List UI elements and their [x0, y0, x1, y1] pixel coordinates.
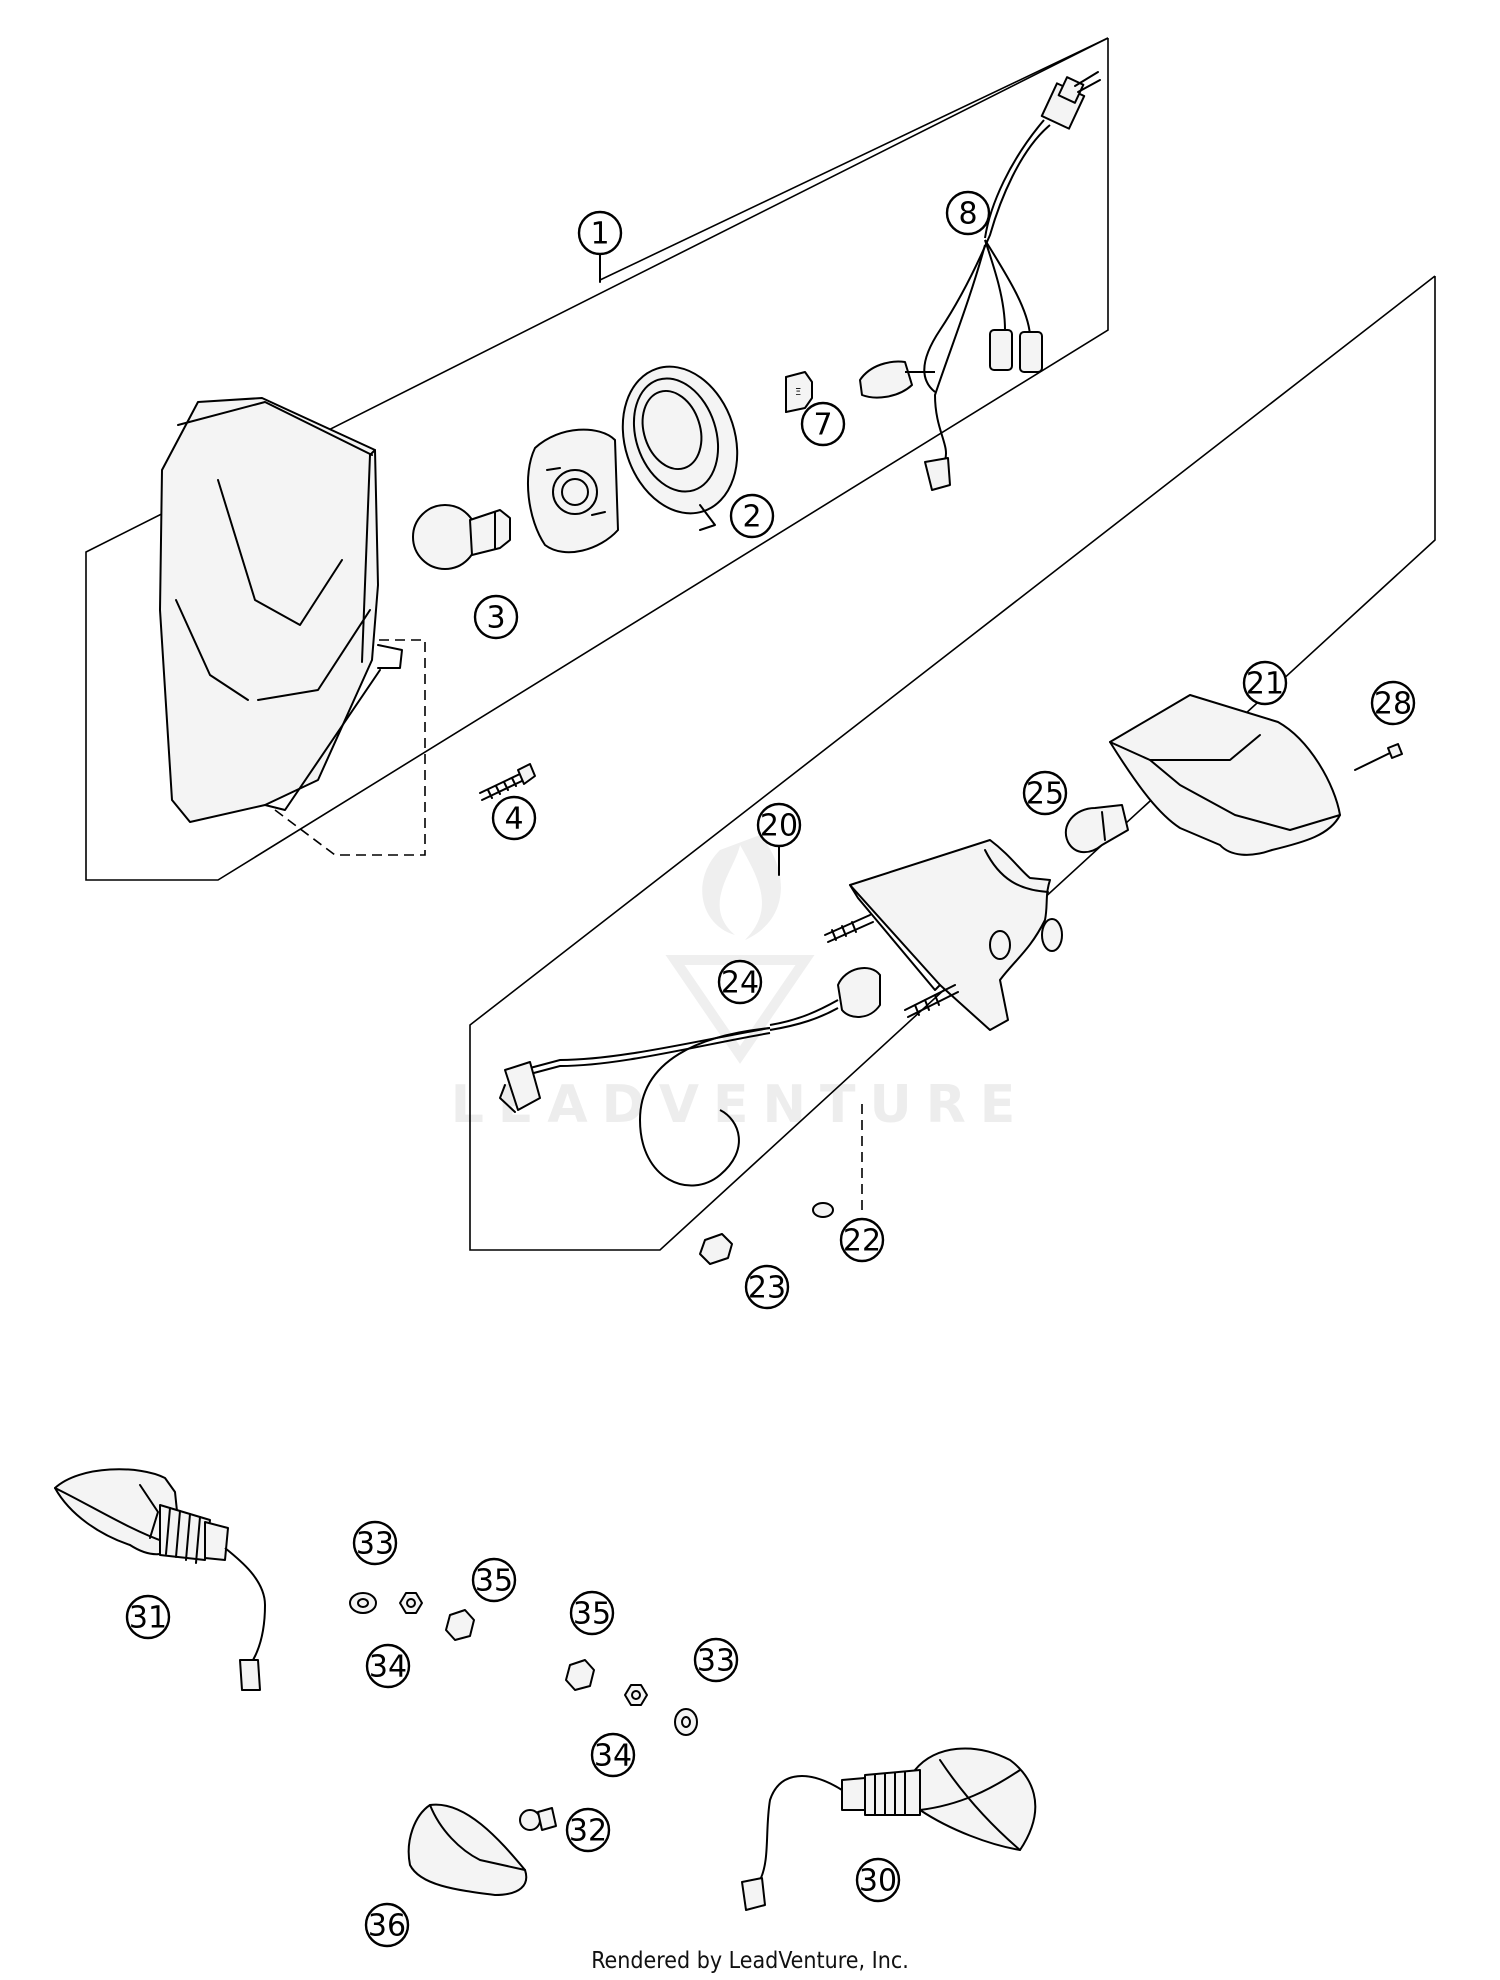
- svg-text:35: 35: [573, 1597, 611, 1632]
- washer-33-right: [674, 1708, 698, 1736]
- tail-light-bulb: [1065, 804, 1129, 854]
- wiring-harness: [859, 71, 1101, 491]
- svg-text:3: 3: [486, 601, 505, 636]
- callout-33-left: 33: [352, 1520, 398, 1566]
- svg-text:8: 8: [958, 197, 977, 232]
- tail-light-housing: [849, 839, 1063, 1031]
- callout-1: 1: [577, 210, 623, 256]
- callout-21: 21: [1242, 660, 1288, 706]
- callout-28: 28: [1370, 680, 1416, 726]
- callout-36: 36: [364, 1902, 410, 1948]
- nut-23: [699, 1233, 733, 1265]
- callout-25: 25: [1022, 770, 1068, 816]
- washer-22: [812, 1202, 834, 1218]
- svg-text:23: 23: [748, 1271, 786, 1306]
- svg-text:24: 24: [721, 966, 759, 1001]
- callout-2: 2: [729, 493, 775, 539]
- svg-text:2: 2: [742, 500, 761, 535]
- svg-text:20: 20: [760, 809, 798, 844]
- callout-7: 7: [800, 401, 846, 447]
- svg-text:21: 21: [1246, 667, 1284, 702]
- nut-35-right: [565, 1659, 595, 1691]
- callout-34-right: 34: [590, 1732, 636, 1778]
- svg-text:7: 7: [813, 408, 832, 443]
- hardware-right: [565, 1659, 698, 1736]
- watermark-text: LEADVENTURE: [451, 1075, 1030, 1135]
- screw-28: [1354, 743, 1403, 771]
- render-credit: Rendered by LeadVenture, Inc.: [591, 1948, 909, 1974]
- tail-light-lens: [1109, 694, 1341, 856]
- turn-signal-right: [741, 1747, 1037, 1911]
- parking-light-bulb: Ξ: [785, 371, 813, 413]
- callout-22: 22: [839, 1217, 885, 1263]
- rubber-boot: [621, 365, 739, 531]
- callout-33-right: 33: [693, 1637, 739, 1683]
- callout-30: 30: [855, 1857, 901, 1903]
- svg-text:33: 33: [697, 1644, 735, 1679]
- lockwasher-34-right: [624, 1684, 648, 1706]
- callout-23: 23: [744, 1264, 790, 1310]
- turn-signal-lens: [407, 1803, 528, 1896]
- svg-text:34: 34: [594, 1739, 632, 1774]
- svg-text:25: 25: [1026, 777, 1064, 812]
- bulb-holder: [526, 428, 619, 554]
- svg-text:36: 36: [368, 1909, 406, 1944]
- headlight-mask: [159, 397, 403, 823]
- svg-text:Ξ: Ξ: [795, 387, 801, 398]
- svg-text:33: 33: [356, 1527, 394, 1562]
- mounting-studs: [824, 914, 959, 1018]
- svg-text:32: 32: [569, 1814, 607, 1849]
- turn-signal-left: [54, 1468, 267, 1691]
- svg-text:28: 28: [1374, 687, 1412, 722]
- callout-20: 20: [756, 802, 802, 848]
- callout-4: 4: [491, 795, 537, 841]
- tail-light-socket-cable: [499, 966, 881, 1187]
- callout-34-left: 34: [365, 1643, 411, 1689]
- svg-text:1: 1: [590, 217, 609, 252]
- svg-text:30: 30: [859, 1864, 897, 1899]
- callout-31: 31: [125, 1594, 171, 1640]
- headlight-assembly: Ξ: [85, 37, 1109, 881]
- svg-text:34: 34: [369, 1650, 407, 1685]
- headlight-bulb: [412, 504, 511, 570]
- callout-35-left: 35: [471, 1557, 517, 1603]
- callout-24: 24: [717, 959, 763, 1005]
- svg-text:4: 4: [504, 802, 523, 837]
- callout-3: 3: [473, 594, 519, 640]
- svg-text:35: 35: [475, 1564, 513, 1599]
- hardware-left: [349, 1592, 475, 1641]
- callout-8: 8: [945, 190, 991, 236]
- callout-35-right: 35: [569, 1590, 615, 1636]
- svg-text:22: 22: [843, 1224, 881, 1259]
- svg-text:31: 31: [129, 1601, 167, 1636]
- callout-32: 32: [565, 1807, 611, 1853]
- tail-light-assembly: [469, 275, 1436, 1265]
- turn-signal-bulb: [519, 1807, 557, 1831]
- washer-33-left: [349, 1592, 377, 1614]
- tail-light-group-frame: [469, 275, 1436, 1251]
- lockwasher-34-left: [399, 1592, 423, 1614]
- nut-35-left: [445, 1609, 475, 1641]
- screw-4: [479, 763, 536, 801]
